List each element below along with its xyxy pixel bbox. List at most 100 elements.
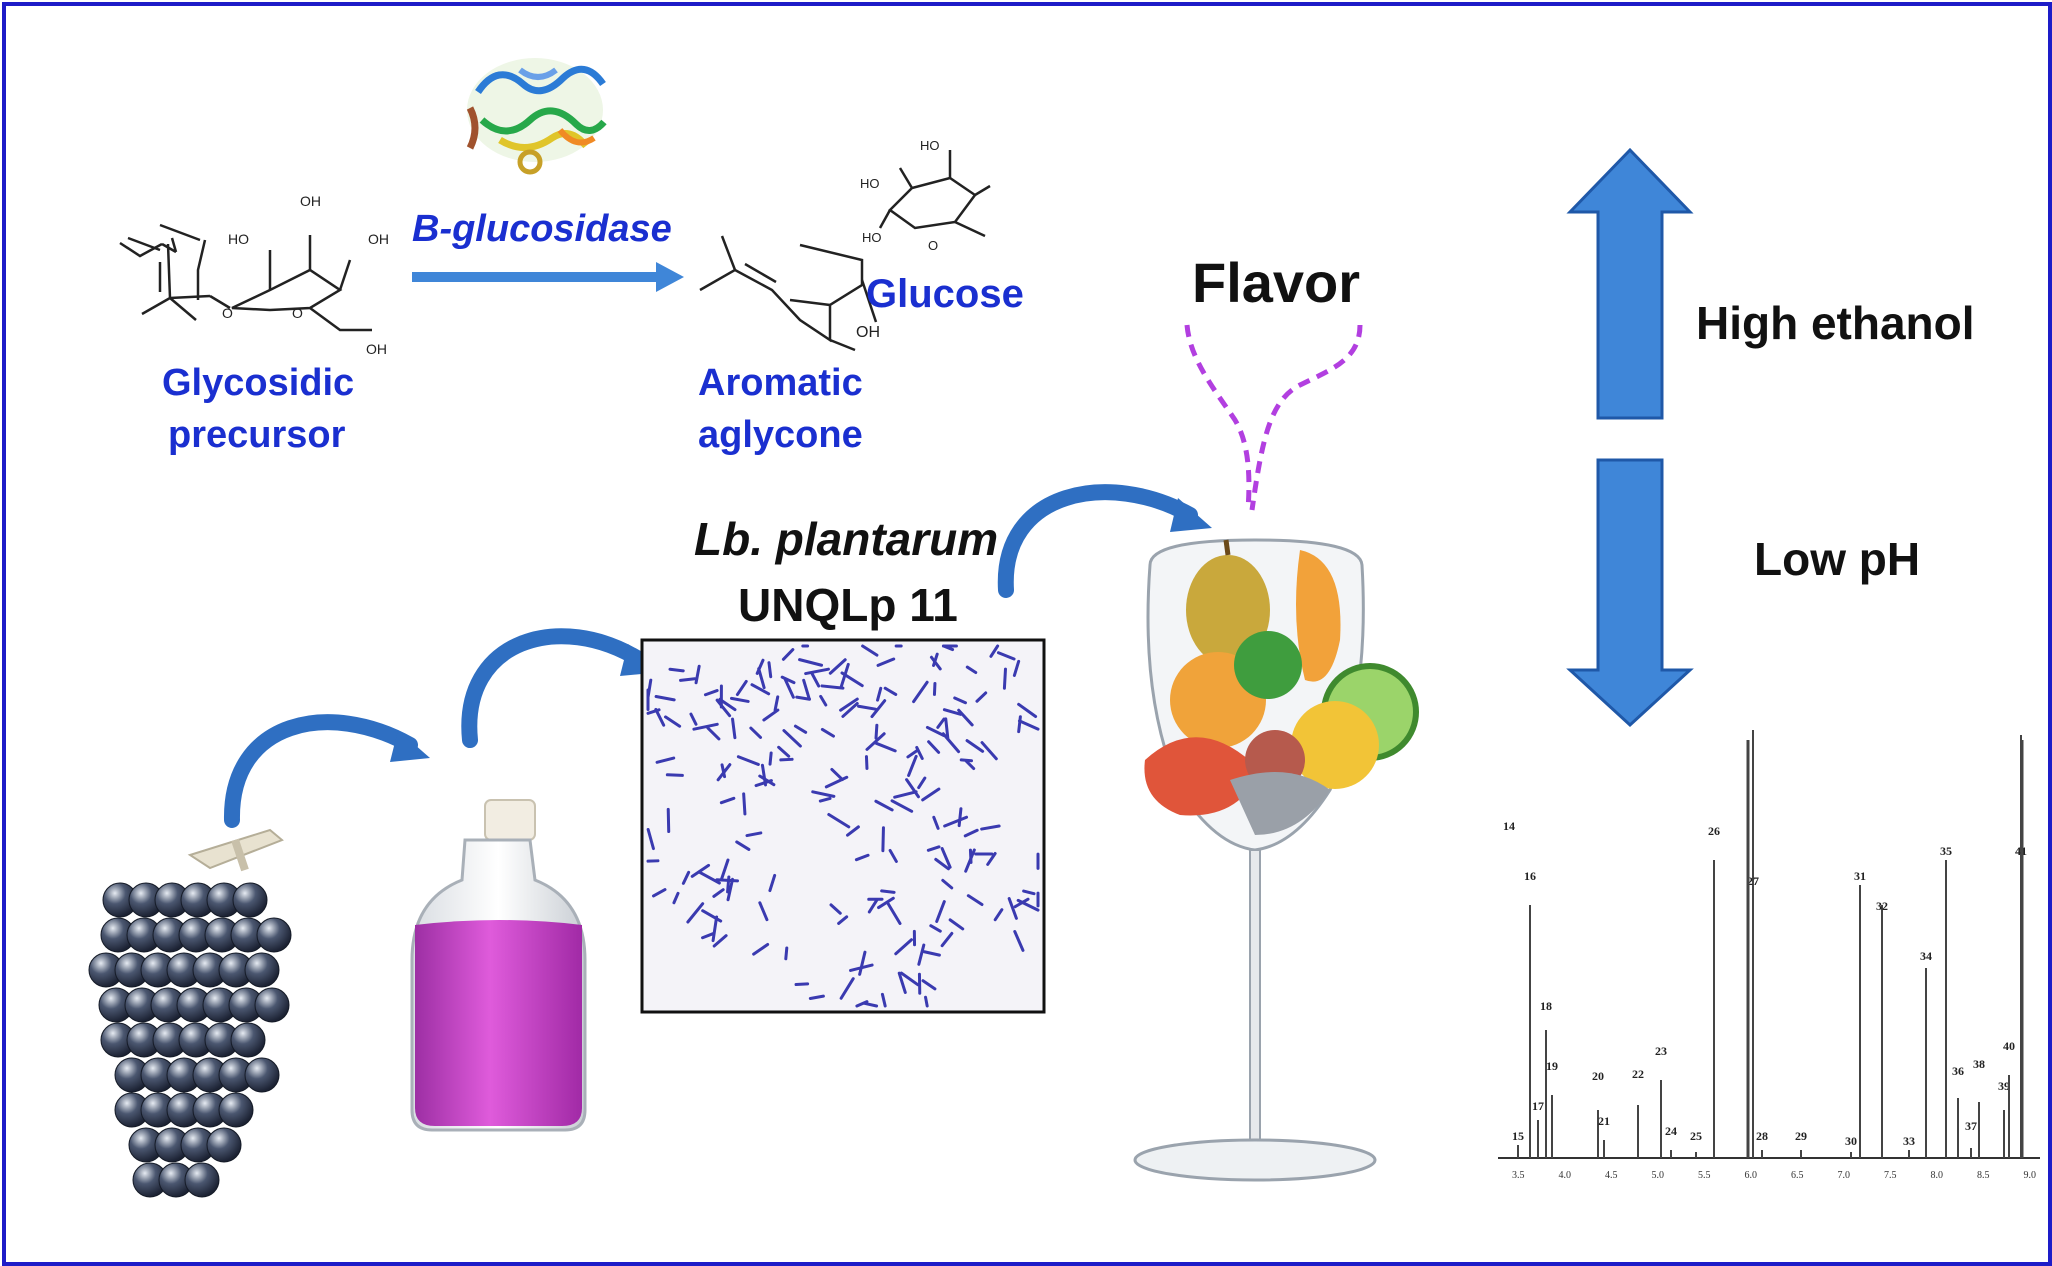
bacterium-rod — [876, 686, 883, 702]
bacterium-rod — [837, 915, 849, 925]
bacterium-rod — [1022, 889, 1036, 896]
atom-o-label: O — [928, 238, 938, 253]
bacterium-rod — [874, 799, 894, 812]
bacterium-rod — [941, 878, 954, 890]
bacterium-rod — [726, 877, 735, 902]
bacterium-rod — [794, 982, 810, 986]
atom-oh-label: OH — [856, 324, 880, 341]
bacterium-rod — [1017, 715, 1022, 734]
chromatogram-peak-label: 33 — [1903, 1134, 1915, 1148]
bacterium-rod — [689, 712, 698, 726]
grape-berry — [244, 1057, 280, 1093]
bacterium-rod — [899, 971, 920, 987]
chromatogram-peak-label: 20 — [1592, 1069, 1604, 1083]
bacterium-rod — [867, 898, 879, 914]
bacterium-rod — [932, 815, 940, 830]
strain-name-label: Lb. plantarum — [694, 513, 999, 565]
grape-berry — [184, 1162, 220, 1198]
bacterium-rod — [712, 888, 725, 898]
bacterium-rod — [718, 697, 737, 712]
bacterium-rod — [820, 727, 835, 738]
chromatogram-tick-label: 5.0 — [1652, 1170, 1665, 1181]
atom-ho-label: HO — [862, 230, 882, 245]
culture-flask-image — [410, 799, 587, 1132]
chromatogram-peak-label: 14 — [1503, 819, 1515, 833]
bacterium-rod — [736, 755, 760, 766]
bacterium-rod — [936, 717, 946, 729]
bacterium-rod — [883, 686, 898, 696]
chromatogram-peak-label: 29 — [1795, 1129, 1807, 1143]
bacterium-rod — [690, 863, 711, 878]
bacterium-rod — [701, 932, 715, 940]
chromatogram-tick-label: 8.0 — [1931, 1170, 1944, 1181]
bacterium-rod — [943, 815, 969, 828]
bacterium-rod — [839, 697, 859, 712]
bacterium-rod — [773, 695, 780, 712]
atom-oh-label: OH — [300, 193, 321, 209]
bacterium-rod — [720, 763, 727, 779]
bacterium-rod — [924, 995, 929, 1008]
bacterium-rod — [715, 698, 732, 718]
atom-ho-label: HO — [920, 138, 940, 153]
bacterium-rod — [858, 950, 867, 976]
bacterium-rod — [854, 853, 870, 862]
atom-oh-label: OH — [368, 231, 389, 247]
bacterium-rod — [890, 799, 914, 813]
chromatogram-tick-label: 5.5 — [1698, 1170, 1711, 1181]
grape-bunch-image — [88, 828, 292, 1198]
bacterium-rod — [881, 826, 885, 853]
bacterium-rod — [711, 915, 719, 943]
bacterium-rod — [874, 723, 879, 740]
bacterium-rod — [697, 870, 721, 885]
bacterium-rod — [655, 756, 676, 764]
bacterium-rod — [712, 934, 728, 948]
glycosidic-precursor-label-line1: Glycosidic — [162, 362, 355, 404]
glycosidic-precursor-structure — [119, 223, 372, 332]
chromatogram-peak-label: 36 — [1952, 1064, 1964, 1078]
bacterium-rod — [921, 979, 937, 991]
bacterium-rod — [795, 695, 812, 701]
chromatogram-peak-label: 17 — [1532, 1099, 1544, 1113]
chromatogram-peak-label: 28 — [1756, 1129, 1768, 1143]
bacterium-rod — [767, 661, 773, 679]
bacterium-rod — [966, 894, 984, 907]
bacterium-rod — [957, 708, 974, 727]
bacterium-rod — [861, 644, 879, 657]
atom-oh-label: OH — [366, 341, 387, 357]
aromatic-aglycone-label-line2: aglycone — [698, 414, 863, 456]
bacterium-rod — [735, 840, 751, 851]
bacterium-rod — [758, 774, 776, 787]
bacterium-rod — [663, 715, 682, 728]
bacterium-rod — [760, 763, 768, 787]
bacterium-rod — [729, 696, 750, 703]
chromatogram-peak-label: 15 — [1512, 1129, 1524, 1143]
bacterium-rod — [963, 828, 979, 838]
bacterium-rod — [926, 845, 941, 852]
bacterium-rod — [783, 677, 795, 699]
bacterium-rod — [1002, 667, 1007, 690]
bacterium-rod — [965, 739, 985, 753]
chromatogram-tick-label: 9.0 — [2024, 1170, 2037, 1181]
bacterium-rod — [703, 689, 719, 697]
chromatogram-peak-label: 23 — [1655, 1044, 1667, 1058]
chromatogram-peak-label: 34 — [1920, 949, 1932, 963]
bacterium-rod — [755, 658, 765, 675]
grape-berry — [218, 1092, 254, 1128]
bacterium-rod — [758, 901, 769, 922]
bacterium-rod — [975, 691, 988, 703]
bacteria-micrograph — [640, 638, 1046, 1014]
bacterium-rod — [777, 745, 791, 758]
bacterium-rod — [886, 902, 902, 925]
bacterium-rod — [957, 807, 963, 828]
bacterium-rod — [917, 943, 926, 966]
process-arrow — [997, 484, 1212, 598]
bacterium-rod — [927, 740, 941, 754]
grape-berry — [230, 1022, 266, 1058]
chromatogram-tick-label: 4.5 — [1605, 1170, 1618, 1181]
bacterium-rod — [1017, 702, 1038, 719]
bacterium-rod — [941, 732, 961, 754]
bacterium-rod — [1013, 930, 1025, 952]
bacterium-rod — [893, 790, 918, 799]
bacterium-rod — [1007, 897, 1018, 920]
